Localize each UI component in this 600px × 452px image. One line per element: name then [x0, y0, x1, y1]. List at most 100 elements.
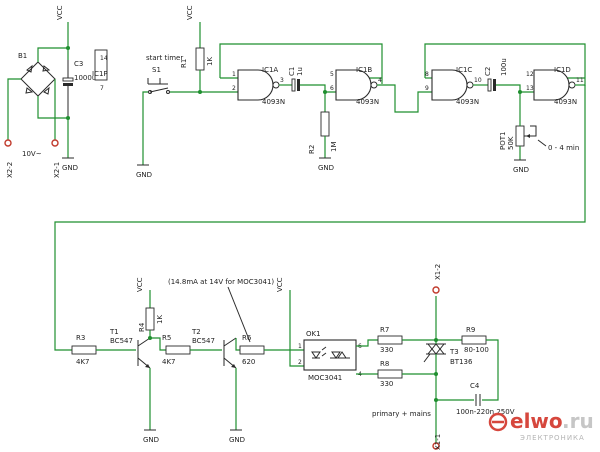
- power-supply-section: B1 C3 1000u IC1P 14 7 VCC GND X2-2 X: [4, 5, 108, 178]
- ic1d-part: 4093N: [554, 98, 577, 106]
- gnd-label-4: GND: [513, 166, 529, 174]
- start-timer-section: start timer S1 GND VCC R1 1K: [136, 5, 238, 179]
- ic1b-pin-5: 5: [330, 71, 334, 78]
- nand-gate-ic1a: [237, 69, 280, 101]
- time-range-label: 0 - 4 min: [548, 144, 579, 152]
- ic1b-part: 4093N: [356, 98, 379, 106]
- triac-t3: [423, 343, 446, 363]
- resistor-r7: [377, 335, 403, 345]
- pot1-label: POT1: [499, 132, 507, 150]
- ic1d-pin-13: 13: [526, 85, 534, 92]
- resistor-r9: [461, 335, 487, 345]
- resistor-r1: [195, 47, 205, 71]
- terminal-x2-1: [51, 139, 59, 147]
- logo-mark-icon: [488, 412, 508, 432]
- current-note: (14.8mA at 14V for MOC3041): [168, 278, 274, 286]
- vcc-label-1: VCC: [56, 5, 64, 20]
- gnd-label-2: GND: [136, 171, 152, 179]
- ok1-pin-2: 2: [298, 359, 302, 366]
- resistor-r3: [71, 345, 97, 355]
- capacitor-c2: [487, 78, 496, 92]
- vcc-label-3: VCC: [136, 277, 144, 292]
- vcc-label-4: VCC: [276, 277, 284, 292]
- r2-value: 1M: [330, 142, 338, 153]
- r6-value: 620: [242, 358, 255, 366]
- t1-label: T1: [109, 328, 119, 336]
- c4-value: 100n-220n 250V: [456, 408, 515, 416]
- logo-suffix: .ru: [562, 409, 594, 433]
- gnd-label-6: GND: [229, 436, 245, 444]
- r6-label: R6: [242, 334, 252, 342]
- ic1a-part: 4093N: [262, 98, 285, 106]
- terminal-x1-1: [432, 442, 440, 450]
- ok1-label: OK1: [306, 330, 321, 338]
- nand-gate-ic1b: [335, 69, 378, 101]
- c2-label: C2: [484, 67, 492, 76]
- r5-value: 4K7: [162, 358, 176, 366]
- r1-value: 1K: [206, 57, 214, 66]
- pot1-value: 50K: [507, 136, 515, 150]
- ic1c-pin-8: 8: [425, 71, 429, 78]
- nand-gate-ic1c: [431, 69, 474, 101]
- c4-label: C4: [470, 382, 480, 390]
- ok1-pin-1: 1: [298, 343, 302, 350]
- r9-label: R9: [466, 326, 475, 334]
- resistor-r2: [320, 111, 330, 137]
- resistor-r6: [239, 345, 265, 355]
- ic1d-pin-11: 11: [576, 77, 584, 84]
- driver-section: R3 4K7 T1 BC547 GND VCC R4 1K R5 4K7: [71, 277, 304, 444]
- potentiometer-pot1: [515, 125, 537, 147]
- logo-subtitle: ЭЛЕКТРОНИКА: [520, 434, 585, 442]
- r8-value: 330: [380, 380, 393, 388]
- ic1c-label: IC1C: [456, 66, 472, 74]
- t3-value: BT136: [450, 358, 473, 366]
- bridge-rectifier-b1: [20, 61, 56, 97]
- ic1c-pin-10: 10: [474, 77, 482, 84]
- transistor-t2: [223, 337, 237, 369]
- mains-label: primary + mains: [372, 410, 431, 418]
- ic1a-pin-3: 3: [280, 77, 284, 84]
- r3-value: 4K7: [76, 358, 90, 366]
- ic1b-label: IC1B: [356, 66, 372, 74]
- r5-label: R5: [162, 334, 171, 342]
- ac-input-label: 10V~: [22, 150, 42, 158]
- gnd-label-1: GND: [62, 164, 78, 172]
- r4-value: 1K: [156, 315, 164, 324]
- gnd-label-3: GND: [318, 164, 334, 172]
- s1-label: S1: [152, 66, 161, 74]
- c3-value: 1000u: [74, 74, 96, 82]
- c1-label: C1: [288, 67, 296, 76]
- r2-label: R2: [308, 145, 316, 154]
- r1-label: R1: [180, 59, 188, 68]
- r7-value: 330: [380, 346, 393, 354]
- ic1p-label: IC1P: [92, 70, 108, 78]
- ic1a-pin-1: 1: [232, 71, 236, 78]
- ic1a-pin-2: 2: [232, 85, 236, 92]
- switch-s1: [147, 78, 170, 94]
- x1-1-label: X1-1: [434, 434, 442, 450]
- t2-value: BC547: [192, 337, 215, 345]
- pin-7-label: 7: [100, 85, 104, 92]
- logo-text: elwo: [510, 409, 563, 433]
- resistor-r5: [165, 345, 191, 355]
- ic1d-pin-12: 12: [526, 71, 534, 78]
- r8-label: R8: [380, 360, 389, 368]
- transistor-t1: [137, 337, 151, 369]
- capacitor-c1: [291, 78, 300, 92]
- elwo-logo: elwo .ru ЭЛЕКТРОНИКА: [488, 409, 594, 442]
- capacitor-c3: [62, 60, 74, 118]
- x1-2-label: X1-2: [434, 264, 442, 280]
- resistor-r8: [377, 369, 403, 379]
- t2-label: T2: [191, 328, 201, 336]
- ic1a-label: IC1A: [262, 66, 278, 74]
- ic1c-pin-9: 9: [425, 85, 429, 92]
- r3-label: R3: [76, 334, 85, 342]
- ic1b-pin-6: 6: [330, 85, 334, 92]
- x2-2-label: X2-2: [6, 162, 14, 178]
- ic1d-label: IC1D: [554, 66, 571, 74]
- r7-label: R7: [380, 326, 389, 334]
- r4-label: R4: [138, 322, 146, 332]
- c2-value: 100u: [500, 58, 508, 76]
- gnd-label-5: GND: [143, 436, 159, 444]
- resistor-r4: [145, 307, 155, 331]
